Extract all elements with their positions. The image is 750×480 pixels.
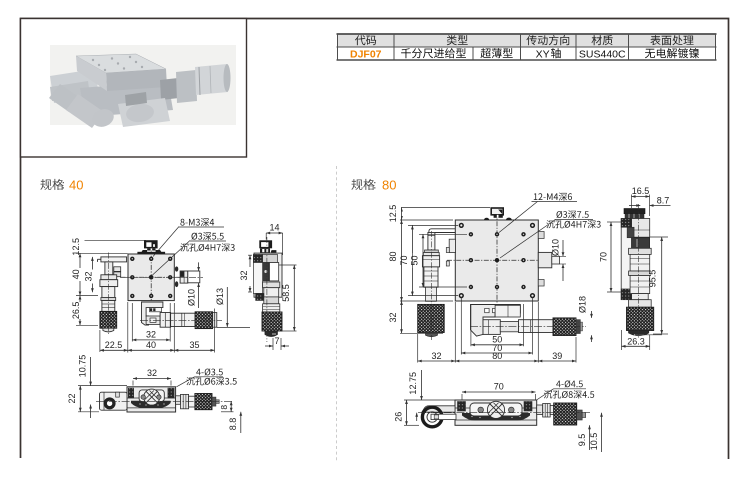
svg-text:40: 40 xyxy=(69,178,83,193)
svg-text:SUS440C: SUS440C xyxy=(579,48,626,60)
svg-text:DJF07: DJF07 xyxy=(350,48,382,60)
svg-text:32: 32 xyxy=(84,271,94,281)
svg-text:12.5: 12.5 xyxy=(71,238,81,256)
svg-text:50: 50 xyxy=(410,255,420,265)
svg-text:80: 80 xyxy=(388,251,398,261)
svg-text:70: 70 xyxy=(492,343,502,353)
svg-text::: : xyxy=(373,178,376,192)
svg-text:50: 50 xyxy=(492,335,502,345)
svg-text:26.3: 26.3 xyxy=(627,337,645,347)
svg-text:80: 80 xyxy=(382,178,396,193)
svg-text:32: 32 xyxy=(388,312,398,322)
svg-text:95.5: 95.5 xyxy=(648,270,658,288)
svg-text:40: 40 xyxy=(71,269,81,279)
svg-text:16.5: 16.5 xyxy=(632,186,650,196)
svg-text:XY: XY xyxy=(536,48,550,60)
svg-text:32: 32 xyxy=(146,330,156,340)
svg-text:8.7: 8.7 xyxy=(657,195,670,205)
svg-text:32: 32 xyxy=(431,351,441,361)
svg-text:9.5: 9.5 xyxy=(577,434,587,447)
svg-text:70: 70 xyxy=(399,255,409,265)
svg-text:32: 32 xyxy=(147,368,157,378)
svg-text:7: 7 xyxy=(274,336,279,346)
svg-text:26.5: 26.5 xyxy=(71,302,81,320)
svg-text:10.5: 10.5 xyxy=(589,433,599,451)
svg-text:10.75: 10.75 xyxy=(77,355,87,378)
svg-text::: : xyxy=(62,178,65,192)
svg-text:58.5: 58.5 xyxy=(281,284,291,302)
svg-text:70: 70 xyxy=(494,382,504,392)
svg-text:8: 8 xyxy=(219,405,229,410)
svg-text:70: 70 xyxy=(598,252,608,262)
svg-text:32: 32 xyxy=(239,270,249,280)
svg-text:39: 39 xyxy=(552,351,562,361)
svg-text:40: 40 xyxy=(146,340,156,350)
svg-text:22.5: 22.5 xyxy=(105,340,123,350)
svg-text:Ø10: Ø10 xyxy=(186,289,196,306)
svg-text:80: 80 xyxy=(492,351,502,361)
svg-text:22: 22 xyxy=(67,393,77,403)
svg-text:35: 35 xyxy=(189,340,199,350)
svg-text:Ø18: Ø18 xyxy=(578,296,588,313)
svg-text:12.5: 12.5 xyxy=(388,205,398,223)
svg-text:Ø13: Ø13 xyxy=(215,288,225,305)
svg-text:14: 14 xyxy=(269,223,279,233)
svg-text:8.8: 8.8 xyxy=(228,418,238,431)
svg-text:Ø10: Ø10 xyxy=(551,239,561,256)
svg-text:12.75: 12.75 xyxy=(408,372,418,395)
svg-text:26: 26 xyxy=(393,412,403,422)
